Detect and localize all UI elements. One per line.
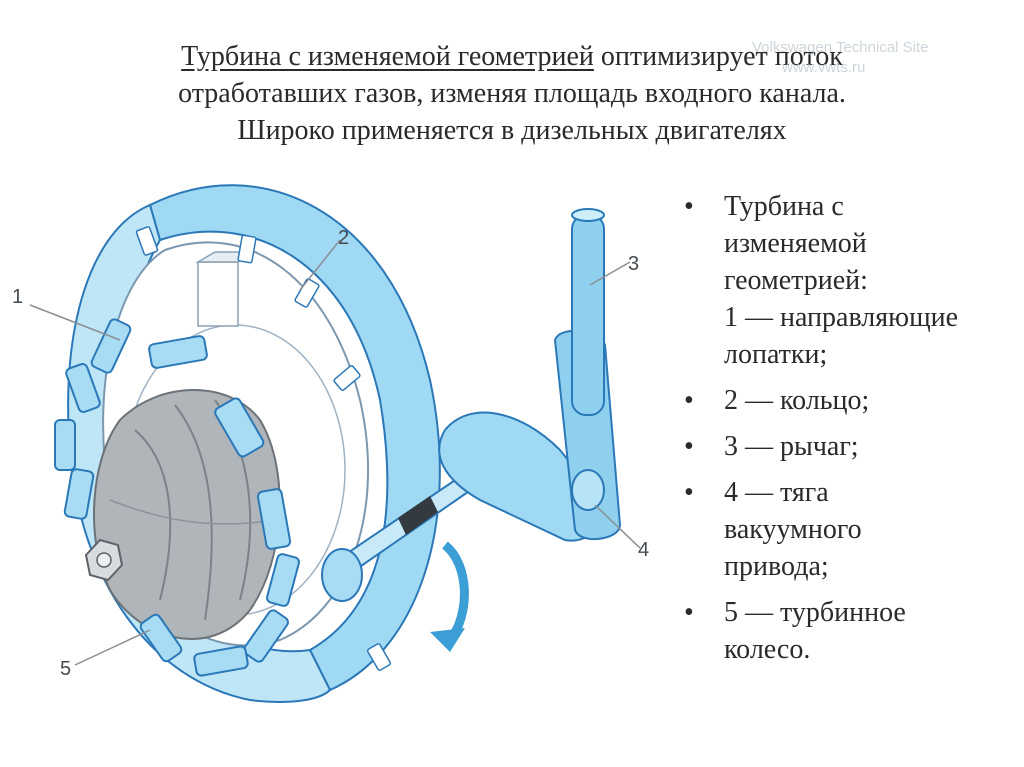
item-line: Турбина с <box>724 191 844 222</box>
title-rest: оптимизирует поток <box>593 41 843 72</box>
item-line: 3 — рычаг; <box>724 431 859 462</box>
bullet-marker: • <box>684 191 694 222</box>
list-item: • 2 — кольцо; <box>680 382 1016 419</box>
label-5: 5 <box>60 658 71 680</box>
parts-list: • Турбина с изменяемой геометрией: 1 — н… <box>680 188 1016 677</box>
label-3: 3 <box>628 253 639 275</box>
list-item: • 4 — тяга вакуумного привода; <box>680 474 1016 585</box>
item-line: изменяемой <box>724 228 867 259</box>
slide-title: Турбина с изменяемой геометрией оптимизи… <box>60 38 964 149</box>
item-line: привода; <box>724 551 829 582</box>
leader-lines <box>29 239 641 666</box>
rotation-arrow <box>430 541 469 652</box>
bullet-marker: • <box>684 431 694 462</box>
item-line: геометрией: <box>724 265 868 296</box>
label-1: 1 <box>12 286 23 308</box>
title-underlined: Турбина с изменяемой геометрией <box>181 41 594 72</box>
guide-vanes <box>54 318 300 677</box>
watermark: Volkswagen Technical Site www.vwts.ru <box>752 38 929 78</box>
bullet-marker: • <box>684 385 694 416</box>
item-line: 1 — направляющие <box>724 302 959 333</box>
ring-tabs <box>135 226 392 671</box>
actuator-lever <box>321 208 622 602</box>
item-line: лопатки; <box>724 339 828 370</box>
bullet-marker: • <box>684 597 694 628</box>
list-item: • 5 — турбинное колесо. <box>680 594 1016 668</box>
item-line: 4 — тяга <box>724 477 829 508</box>
label-4: 4 <box>638 539 649 561</box>
list-item: • Турбина с изменяемой геометрией: 1 — н… <box>680 188 1016 373</box>
item-line: вакуумного <box>724 514 862 545</box>
bullet-marker: • <box>684 477 694 508</box>
watermark-line-1: Volkswagen Technical Site <box>752 39 929 56</box>
title-line-2: отработавших газов, изменяя площадь вход… <box>178 78 846 109</box>
item-line: 2 — кольцо; <box>724 385 870 416</box>
list-item: • 3 — рычаг; <box>680 428 1016 465</box>
title-line-3: Широко применяется в дизельных двигателя… <box>237 115 787 146</box>
item-line: 5 — турбинное <box>724 597 906 628</box>
turbine-diagram: 1 2 3 4 5 <box>12 184 649 703</box>
item-line: колесо. <box>724 634 811 665</box>
label-2: 2 <box>338 227 349 249</box>
watermark-line-2: www.vwts.ru <box>782 59 866 76</box>
turbine-wheel <box>84 389 281 640</box>
